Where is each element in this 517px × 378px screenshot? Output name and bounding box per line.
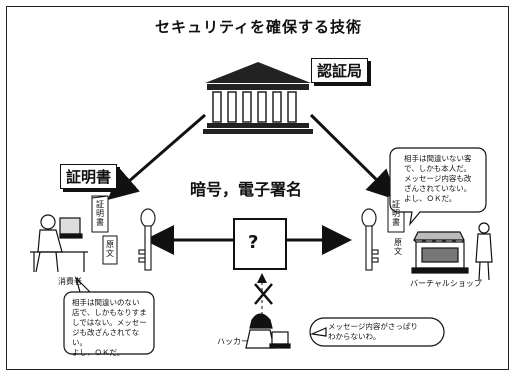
shop-label: バーチャルショップ <box>410 279 482 288</box>
hacker-bubble-text: メッセージ内容がさっぱり わからないわ。 <box>328 322 418 341</box>
virtual-shop-icon <box>411 222 493 281</box>
hacker-figure-icon <box>245 313 291 349</box>
consumer-figure-icon <box>30 214 88 273</box>
hacker-label: ハッカー <box>217 337 249 346</box>
original-left-text: 原文 <box>106 240 114 258</box>
arrow-ca-to-shop <box>309 113 398 201</box>
ca-label: 認証局 <box>311 58 369 83</box>
blocked-x-icon <box>254 283 273 305</box>
cert-doc-right-text: 証明書 <box>392 200 400 227</box>
diagram-frame <box>6 6 509 370</box>
arrow-ca-to-consumer <box>107 113 206 200</box>
original-doc-left-icon <box>102 235 118 265</box>
encrypted-message-box <box>233 218 287 270</box>
original-right-text: 原文 <box>394 238 402 256</box>
consumer-speech-bubble <box>63 275 155 355</box>
shop-speech-bubble <box>389 147 487 227</box>
consumer-label: 消費者 <box>58 277 82 286</box>
crypto-label: 暗号，電子署名 <box>190 180 303 199</box>
bank-building-icon <box>203 62 313 134</box>
certificate-label: 証明書 <box>60 164 118 189</box>
hacker-speech-bubble <box>309 317 445 347</box>
consumer-bubble-text: 相手は間違いのない 店で、しかもなりすま しではない。メッセー ジも改ざんされて… <box>72 298 147 357</box>
cert-doc-left-text: 証明書 <box>96 200 104 227</box>
certificate-scroll-left-icon <box>91 195 109 233</box>
key-right-icon <box>361 208 379 271</box>
question-mark: ? <box>248 232 259 253</box>
diagram-title: セキュリティを確保する技術 <box>154 18 363 36</box>
key-left-icon <box>138 208 156 271</box>
shop-bubble-text: 相手は間違いない客 で、しかも本人だ。 メッセージ内容も改 ざんされていない。 … <box>404 154 472 203</box>
